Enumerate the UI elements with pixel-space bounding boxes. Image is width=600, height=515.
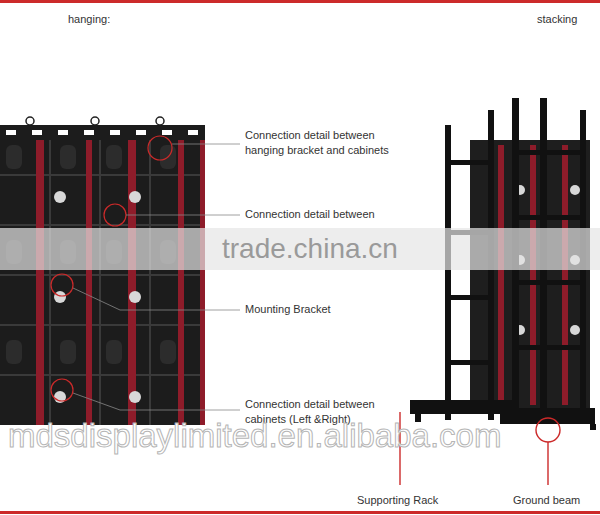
- view-title: hanging:: [68, 12, 148, 27]
- watermark: trade.china.cn: [222, 231, 442, 267]
- hanging-wall: [0, 117, 205, 425]
- part-label: Ground beam: [513, 493, 598, 508]
- callout-label: Connection detail between: [245, 207, 403, 222]
- watermark-band: [0, 228, 600, 270]
- view-title: stacking: [537, 12, 597, 27]
- part-label: Supporting Rack: [357, 493, 457, 508]
- watermark: mdsdisplaylimited.en.alibaba.com: [8, 416, 600, 456]
- border-rule: [0, 0, 600, 3]
- border-rule: [0, 511, 600, 514]
- callout-label: Mounting Bracket: [245, 302, 403, 317]
- callout-label: Connection detail between hanging bracke…: [245, 128, 403, 158]
- leader-line: [73, 144, 240, 410]
